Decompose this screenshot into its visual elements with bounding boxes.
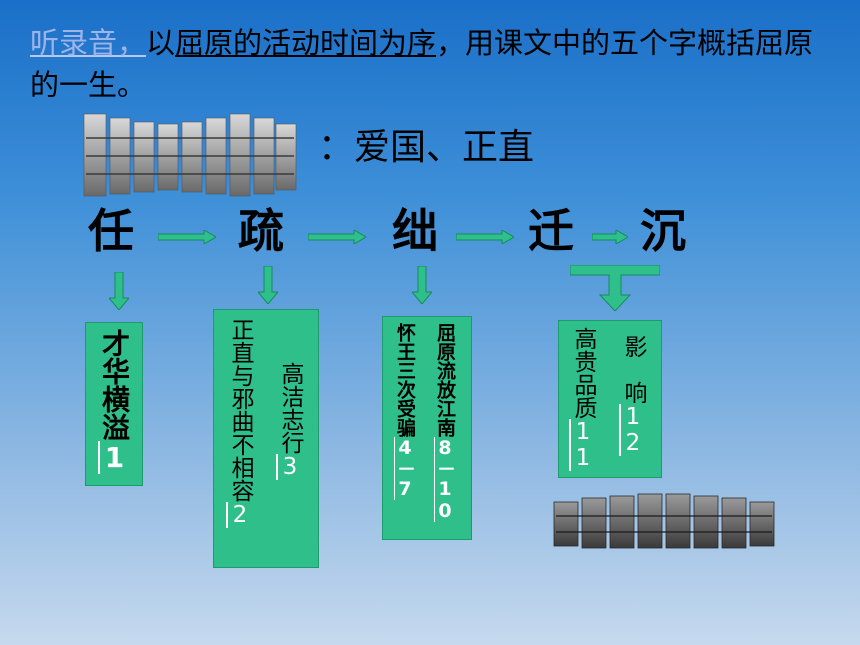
decorative-wordart-graphic	[553, 493, 775, 549]
description-box-ren: 才华横溢1	[85, 322, 143, 486]
box-text: 才华横溢	[98, 329, 131, 441]
box-text: 正直与邪曲不相容	[227, 318, 253, 502]
arrow-right-icon	[158, 230, 216, 244]
stage-ren: 任	[88, 204, 134, 258]
arrow-right-icon	[456, 230, 514, 244]
box-number: 8－10	[434, 437, 456, 522]
instruction-text: 听录音，以屈原的活动时间为序，用课文中的五个字概括屈原的一生。	[30, 22, 830, 106]
instruction-underlined: 屈原的活动时间为序	[175, 26, 437, 60]
box-text: 影 响	[620, 335, 646, 404]
arrow-right-icon	[308, 230, 366, 244]
theme-text: ：爱国、正直	[318, 127, 535, 168]
arrow-down-icon	[258, 266, 278, 304]
stage-shu: 疏	[238, 204, 284, 258]
instruction-mid: 以	[146, 26, 176, 60]
arrow-down-icon	[412, 266, 432, 304]
box-text: 高贵品质	[570, 327, 596, 419]
description-box-chu: 屈原流放江南8－10 怀王三次受骗4－7	[382, 316, 472, 540]
box-number: 11	[570, 419, 596, 471]
box-number: 3	[277, 454, 303, 480]
box-text: 屈原流放江南	[434, 323, 456, 437]
box-text: 怀王三次受骗	[394, 323, 416, 437]
stage-qian: 迁	[528, 204, 574, 258]
instruction-lead: 听录音，	[30, 26, 147, 60]
instruction-rest: ，用课文中的五个字概括屈原的一生。	[30, 26, 814, 102]
t-arrow-down-icon	[570, 265, 660, 311]
description-box-shu: 高洁志行3 正直与邪曲不相容2	[213, 309, 319, 568]
decorative-wordart-graphic	[83, 113, 297, 197]
box-number: 4－7	[394, 437, 416, 500]
arrow-right-icon	[592, 230, 628, 244]
description-box-qian: 影 响12 高贵品质11	[558, 320, 662, 478]
box-number: 2	[227, 502, 253, 528]
box-text: 高洁志行	[277, 362, 303, 454]
arrow-down-icon	[109, 272, 129, 310]
box-number: 12	[620, 404, 646, 456]
stage-chu: 绌	[392, 204, 438, 258]
box-number: 1	[98, 441, 131, 474]
stage-chen: 沉	[640, 204, 686, 258]
